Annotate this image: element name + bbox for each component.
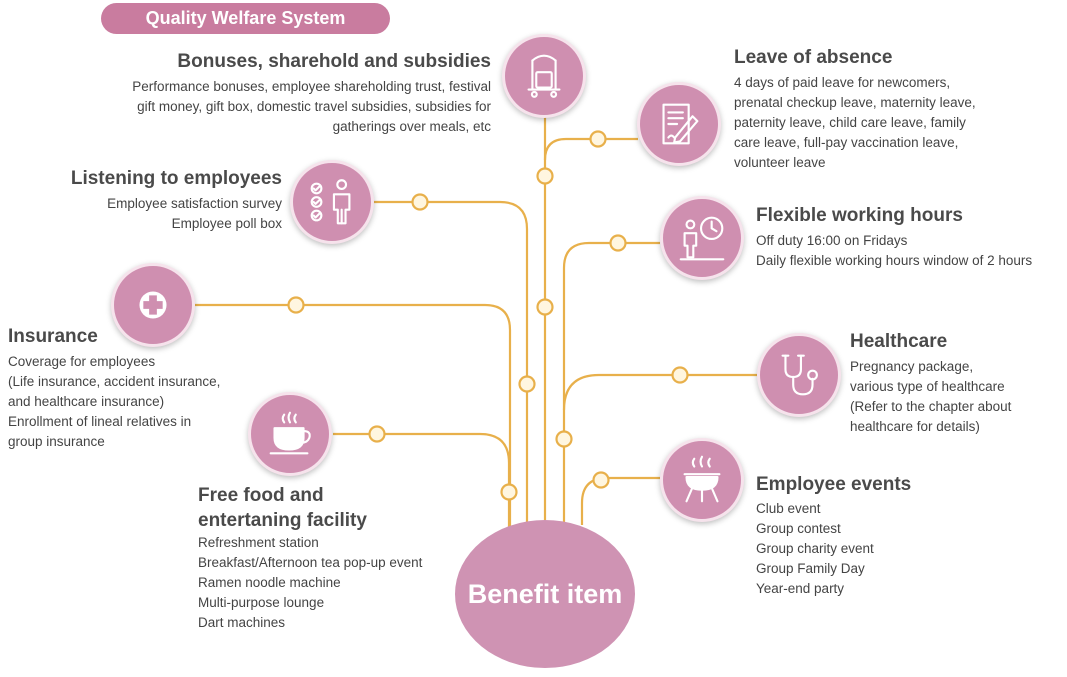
description-line: gatherings over meals, etc — [332, 119, 491, 134]
person-clock-icon — [679, 216, 725, 261]
description-line: various type of healthcare — [850, 379, 1005, 394]
healthcare-icon-circle — [757, 333, 841, 417]
description-line: care leave, full-pay vaccination leave, — [734, 135, 959, 150]
node-dot — [518, 375, 536, 393]
food-title-line-1: Free food and — [198, 485, 324, 506]
node-dot — [592, 471, 610, 489]
node-dot — [536, 167, 554, 185]
description-line: Group contest — [756, 521, 841, 536]
insurance-title: Insurance — [8, 326, 98, 347]
node-dot — [555, 430, 573, 448]
description-line: 4 days of paid leave for newcomers, — [734, 75, 951, 90]
description-line: Performance bonuses, employee shareholdi… — [132, 79, 491, 94]
barbecue-grill-icon — [683, 455, 721, 503]
description-line: (Life insurance, accident insurance, — [8, 374, 221, 389]
flexible-description: Off duty 16:00 on Fridays Daily flexible… — [756, 231, 1032, 271]
connector-listening — [372, 200, 529, 525]
leave-icon-circle — [637, 82, 721, 166]
description-line: Group Family Day — [756, 561, 865, 576]
description-line: healthcare for details) — [850, 419, 980, 434]
node-dot — [671, 366, 689, 384]
node-dot — [609, 234, 627, 252]
events-icon-circle — [660, 438, 744, 522]
connector-events — [580, 476, 660, 525]
document-pen-icon — [662, 103, 699, 145]
coffee-cup-icon — [269, 411, 311, 455]
connector-food — [333, 432, 511, 527]
description-line: Pregnancy package, — [850, 359, 974, 374]
description-line: Off duty 16:00 on Fridays — [756, 233, 908, 248]
description-line: (Refer to the chapter about — [850, 399, 1012, 414]
description-line: Enrollment of lineal relatives in — [8, 414, 192, 429]
page-title-badge: Quality Welfare System — [101, 3, 390, 34]
bonuses-description: Performance bonuses, employee shareholdi… — [132, 77, 491, 137]
events-description: Club event Group contest Group charity e… — [756, 499, 874, 599]
description-line: Dart machines — [198, 615, 286, 630]
insurance-icon-circle — [111, 263, 195, 347]
description-line: Coverage for employees — [8, 354, 156, 369]
healthcare-description: Pregnancy package, various type of healt… — [850, 357, 1011, 437]
bonuses-icon-circle — [502, 34, 586, 118]
description-line: Year-end party — [756, 581, 845, 596]
description-line: Breakfast/Afternoon tea pop-up event — [198, 555, 423, 570]
food-icon-circle — [248, 392, 332, 476]
benefit-item-center-node: Benefit item — [455, 520, 635, 668]
description-line: Club event — [756, 501, 821, 516]
node-dot — [368, 425, 386, 443]
checklist-person-icon — [310, 179, 351, 225]
node-dot — [411, 193, 429, 211]
listening-title: Listening to employees — [70, 168, 282, 189]
description-line: prenatal checkup leave, maternity leave, — [734, 95, 976, 110]
description-line: Employee poll box — [171, 216, 282, 231]
description-line: group insurance — [8, 434, 105, 449]
connector-flexible — [562, 241, 660, 525]
description-line: gift money, gift box, domestic travel su… — [137, 99, 491, 114]
node-dot — [589, 130, 607, 148]
bonuses-title: Bonuses, sharehold and subsidies — [177, 51, 491, 72]
connector-leave — [543, 137, 638, 161]
healthcare-title: Healthcare — [850, 331, 948, 352]
events-title: Employee events — [756, 474, 912, 495]
insurance-description: Coverage for employees (Life insurance, … — [8, 352, 220, 452]
description-line: Group charity event — [756, 541, 874, 556]
stethoscope-icon — [781, 354, 818, 396]
description-line: Refreshment station — [198, 535, 319, 550]
flexible-title: Flexible working hours — [756, 205, 963, 226]
description-line: Ramen noodle machine — [198, 575, 341, 590]
connector-insurance — [195, 303, 512, 527]
food-title-line-2: entertaning facility — [198, 510, 367, 531]
food-description: Refreshment station Breakfast/Afternoon … — [198, 533, 422, 633]
description-line: Multi-purpose lounge — [198, 595, 325, 610]
description-line: Employee satisfaction survey — [107, 196, 282, 211]
description-line: paternity leave, child care leave, famil… — [734, 115, 966, 130]
leave-description: 4 days of paid leave for newcomers, pren… — [734, 73, 976, 173]
node-dot — [500, 483, 518, 501]
listening-icon-circle — [290, 160, 374, 244]
medical-cross-icon — [139, 291, 167, 319]
listening-description: Employee satisfaction survey Employee po… — [107, 194, 282, 234]
description-line: and healthcare insurance) — [8, 394, 165, 409]
leave-title: Leave of absence — [734, 47, 893, 68]
luggage-cart-icon — [527, 54, 561, 98]
connector-healthcare — [562, 373, 757, 411]
node-dot — [287, 296, 305, 314]
description-line: Daily flexible working hours window of 2… — [756, 253, 1033, 268]
node-dot — [536, 298, 554, 316]
description-line: volunteer leave — [734, 155, 826, 170]
flexible-icon-circle — [660, 196, 744, 280]
center-label: Benefit item — [467, 578, 623, 609]
